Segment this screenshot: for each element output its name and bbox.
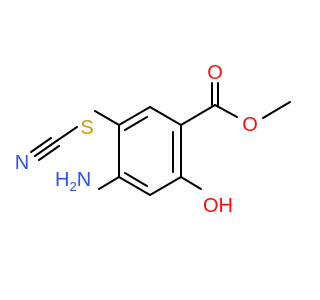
amino-label: H2N — [55, 169, 91, 194]
bond-triple-c — [38, 145, 60, 161]
amino-subscript: 2 — [69, 179, 76, 194]
bond-triple-a — [30, 137, 52, 153]
amino-group: H2N — [55, 169, 120, 194]
ring-bond-c6-c1 — [149, 106, 182, 126]
amino-nitrogen: N — [77, 169, 91, 191]
sulfur-label: S — [80, 117, 93, 139]
benzene-ring — [118, 106, 182, 196]
bond-ring-to-carbonyl-carbon — [180, 104, 216, 126]
ester-oxygen-label: O — [242, 114, 258, 136]
ring-bond-c2-c3 — [149, 176, 182, 196]
carbonyl-oxygen-label: O — [207, 62, 223, 84]
molecule-structure: O O OH H2N S N — [15, 62, 291, 217]
ring-double-bond-inner-b — [124, 172, 148, 187]
hydroxyl-group: OH — [180, 176, 233, 217]
bond-ring-to-sulfur — [94, 110, 120, 126]
bond-ring-to-hydroxyl — [180, 176, 202, 190]
ester-group: O O — [180, 62, 291, 136]
ring-double-bond-inner-c — [124, 116, 148, 131]
thiocyanate-group: S N — [15, 110, 120, 174]
bond-carbon-to-ester-oxygen — [214, 104, 238, 118]
bond-sulfur-to-carbon — [54, 126, 78, 143]
bond-ring-to-amino — [98, 176, 120, 190]
bond-triple-b — [34, 141, 56, 157]
ring-bond-c3-c4 — [118, 176, 151, 196]
bond-ester-oxygen-to-methyl — [262, 101, 291, 119]
ring-bond-c5-c6 — [118, 106, 151, 126]
hydroxyl-label: OH — [203, 195, 233, 217]
nitrile-nitrogen-label: N — [15, 152, 29, 174]
amino-hydrogen: H — [55, 169, 69, 191]
